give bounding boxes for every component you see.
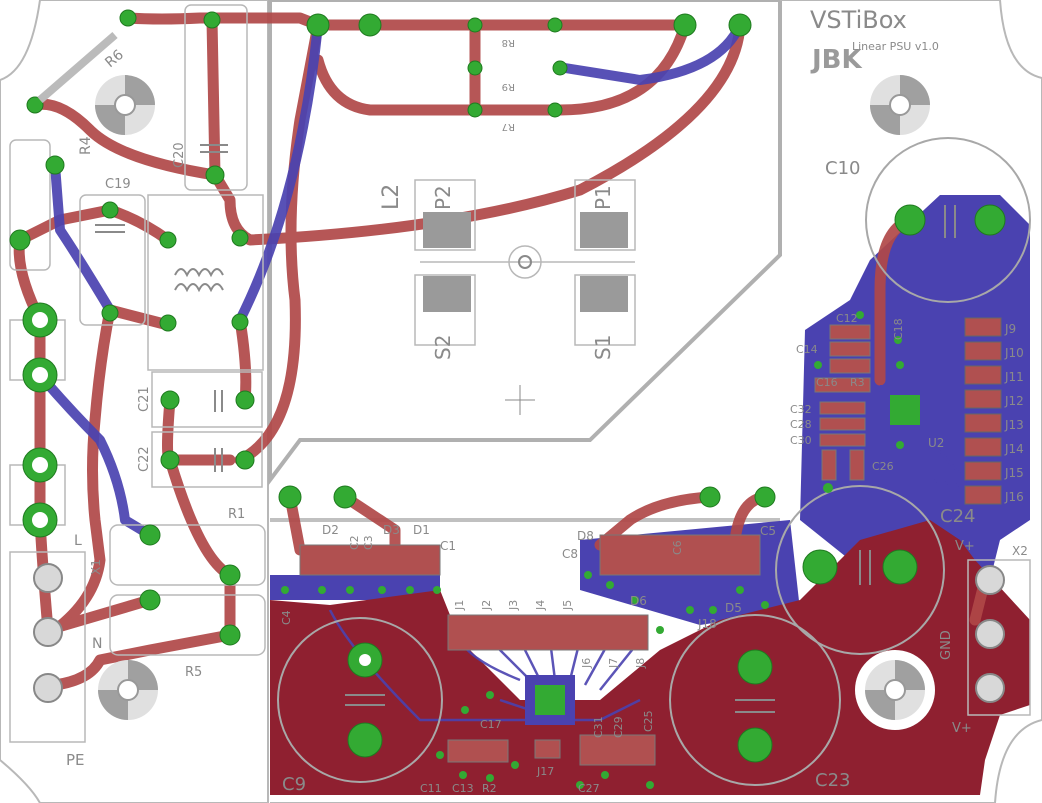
label-c20: C20 — [172, 142, 187, 168]
label-j13: J13 — [1004, 418, 1024, 432]
label-j10: J10 — [1004, 346, 1024, 360]
label-j1: J1 — [453, 600, 466, 611]
label-d2: D2 — [322, 523, 339, 537]
vias — [281, 311, 904, 789]
label-c2: C2 — [348, 535, 361, 550]
label-c9: C9 — [282, 774, 306, 795]
qfn-chips — [525, 385, 930, 725]
label-vplus-top: V+ — [955, 539, 975, 554]
label-u2: U2 — [928, 436, 944, 450]
label-j9: J9 — [1004, 322, 1016, 336]
jbk-logo: JBK — [810, 45, 862, 75]
label-j6: J6 — [580, 658, 593, 669]
label-c30: C30 — [790, 434, 812, 447]
label-j8: J8 — [634, 658, 647, 669]
label-c22: C22 — [137, 446, 152, 472]
silkscreen-labels: VSTiBox Linear PSU v1.0 R6 R4 C20 C19 L2… — [66, 6, 1028, 795]
label-r1: R1 — [228, 507, 245, 522]
label-p2: P2 — [431, 185, 455, 210]
label-j16: J16 — [1004, 490, 1024, 504]
label-c8: C8 — [562, 547, 578, 561]
label-j7: J7 — [607, 658, 620, 669]
label-c3: C3 — [362, 535, 375, 550]
label-c29: C29 — [612, 716, 625, 738]
screw-terminals — [33, 563, 1005, 703]
label-c4: C4 — [280, 610, 293, 625]
label-r8: R8 — [502, 37, 515, 48]
through-hole-pads — [9, 9, 1006, 763]
label-r3: R3 — [850, 376, 865, 389]
board-title: VSTiBox — [810, 6, 907, 34]
top-copper-pour — [270, 520, 1030, 795]
label-c19: C19 — [105, 177, 131, 192]
label-d3: D3 — [383, 523, 400, 537]
label-j5: J5 — [561, 600, 574, 611]
label-d8: D8 — [577, 529, 594, 543]
label-s2: S2 — [431, 335, 455, 360]
label-c21: C21 — [137, 386, 152, 412]
label-c25: C25 — [642, 710, 655, 732]
label-c26: C26 — [872, 460, 894, 473]
label-c28: C28 — [790, 418, 812, 431]
label-l: L — [74, 533, 82, 549]
pad-holes — [32, 312, 371, 666]
label-c1: C1 — [440, 539, 456, 553]
label-d6: D6 — [630, 594, 647, 608]
label-x1: X1 — [89, 559, 103, 575]
smd-passives — [299, 324, 871, 766]
label-r9: R9 — [502, 81, 515, 92]
label-c12: C12 — [836, 312, 858, 325]
label-l2: L2 — [379, 184, 404, 210]
label-x2: X2 — [1012, 544, 1028, 558]
cap-outlines — [277, 137, 1031, 786]
label-s1: S1 — [591, 335, 615, 360]
label-r7: R7 — [502, 121, 515, 132]
label-c32: C32 — [790, 403, 812, 416]
label-c27: C27 — [578, 782, 600, 795]
label-c11: C11 — [420, 782, 442, 795]
label-j2: J2 — [480, 600, 493, 611]
label-pe: PE — [66, 751, 85, 769]
label-r2: R2 — [482, 782, 497, 795]
label-j4: J4 — [534, 600, 547, 611]
label-r5: R5 — [185, 665, 202, 680]
label-c13: C13 — [452, 782, 474, 795]
label-n: N — [92, 636, 102, 652]
logo-text: JBK — [810, 45, 862, 75]
relay-pads — [423, 212, 628, 312]
label-j18: J18 — [697, 617, 717, 631]
label-r4: R4 — [78, 136, 94, 155]
label-j12: J12 — [1004, 394, 1024, 408]
label-d1: D1 — [413, 523, 430, 537]
label-vplus-bottom: V+ — [952, 721, 972, 736]
label-j14: J14 — [1004, 442, 1024, 456]
label-gnd: GND — [939, 630, 954, 660]
label-j3: J3 — [507, 600, 520, 611]
label-j15: J15 — [1004, 466, 1024, 480]
label-c6: C6 — [671, 540, 684, 555]
label-c5: C5 — [760, 524, 776, 538]
label-d5: D5 — [725, 601, 742, 615]
label-c17: C17 — [480, 718, 502, 731]
board-subtitle: Linear PSU v1.0 — [852, 40, 939, 53]
label-c24: C24 — [940, 506, 975, 527]
label-c10: C10 — [825, 158, 860, 179]
label-c18: C18 — [892, 318, 905, 340]
label-r6: R6 — [102, 47, 127, 71]
label-c16: C16 — [816, 376, 838, 389]
label-j11: J11 — [1004, 370, 1024, 384]
mounting-holes — [95, 75, 930, 720]
smd-header-pads — [964, 317, 1002, 505]
label-c14: C14 — [796, 343, 818, 356]
label-p1: P1 — [591, 185, 615, 210]
label-c23: C23 — [815, 770, 850, 791]
label-j17: J17 — [536, 765, 554, 778]
silk-symbols — [37, 31, 956, 713]
label-c31: C31 — [592, 716, 605, 738]
